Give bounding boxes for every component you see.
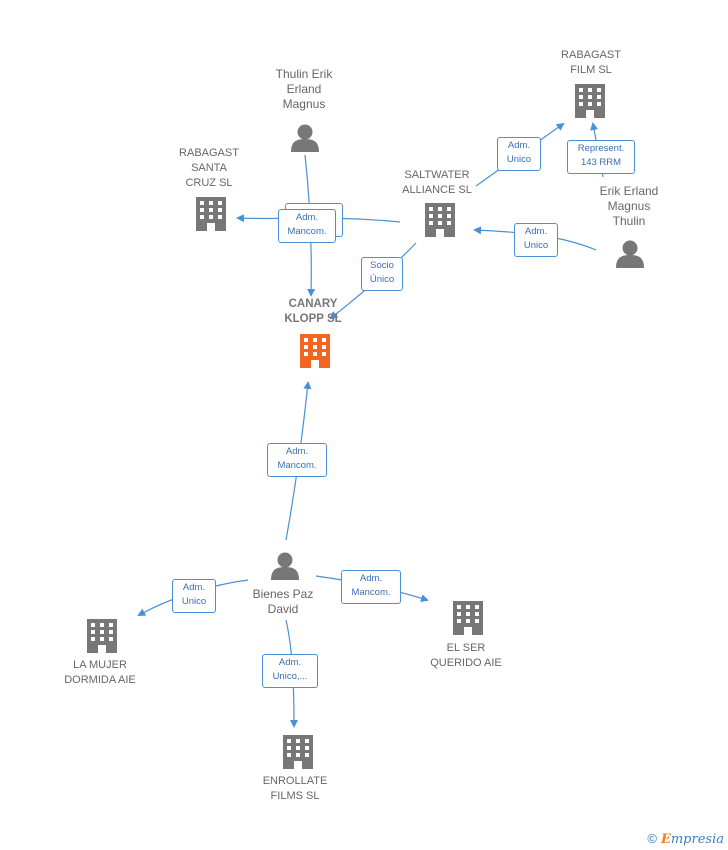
el-ser-label[interactable]: EL SER QUERIDO AIE [430, 642, 502, 669]
thulin-person-icon[interactable] [291, 124, 319, 153]
bienes-person-icon[interactable] [271, 552, 299, 581]
rabagast-santa-building-icon[interactable] [196, 197, 226, 231]
edge-label-adm-mancom-bienes-canary[interactable]: Adm. Mancom. [267, 443, 327, 477]
edge-label-adm-unico-mujer[interactable]: Adm. Unico [172, 579, 216, 613]
canary-building-icon[interactable] [300, 334, 330, 368]
empresia-brand[interactable]: ©Empresia [647, 831, 724, 847]
edge-label-adm-mancom-thulin[interactable]: Adm. Mancom. [278, 209, 336, 243]
thulin-label[interactable]: Thulin Erik Erland Magnus [275, 67, 333, 111]
bienes-label[interactable]: Bienes Paz David [252, 587, 314, 616]
rabagast-film-building-icon[interactable] [575, 84, 605, 118]
brand-name-rest: mpresia [670, 832, 724, 847]
brand-first-letter: E [660, 832, 671, 847]
edge-label-adm-mancom-elser[interactable]: Adm. Mancom. [341, 570, 401, 604]
erik-person-icon[interactable] [616, 240, 644, 269]
erik-erland-label[interactable]: Erik Erland Magnus Thulin [599, 184, 659, 228]
edge-label-represent[interactable]: Represent. 143 RRM [567, 140, 635, 174]
saltwater-building-icon[interactable] [425, 203, 455, 237]
enrollate-label[interactable]: ENROLLATE FILMS SL [262, 775, 328, 802]
el-ser-building-icon[interactable] [453, 601, 483, 635]
rabagast-film-label[interactable]: RABAGAST FILM SL [561, 49, 621, 76]
edge-label-socio-unico[interactable]: Socio Único [361, 257, 403, 291]
copyright-icon: © [647, 831, 657, 846]
edge-label-adm-unico-erik-saltwater[interactable]: Adm. Unico [514, 223, 558, 257]
la-mujer-building-icon[interactable] [87, 619, 117, 653]
la-mujer-label[interactable]: LA MUJER DORMIDA AIE [64, 659, 136, 686]
rabagast-santa-label[interactable]: RABAGAST SANTA CRUZ SL [179, 147, 239, 189]
edge-label-adm-unico-saltwater-film[interactable]: Adm. Unico [497, 137, 541, 171]
edge-label-adm-unico-enrollate[interactable]: Adm. Unico,... [262, 654, 318, 688]
canary-label[interactable]: CANARY KLOPP SL [284, 298, 342, 325]
saltwater-label[interactable]: SALTWATER ALLIANCE SL [402, 169, 472, 196]
enrollate-building-icon[interactable] [283, 735, 313, 769]
